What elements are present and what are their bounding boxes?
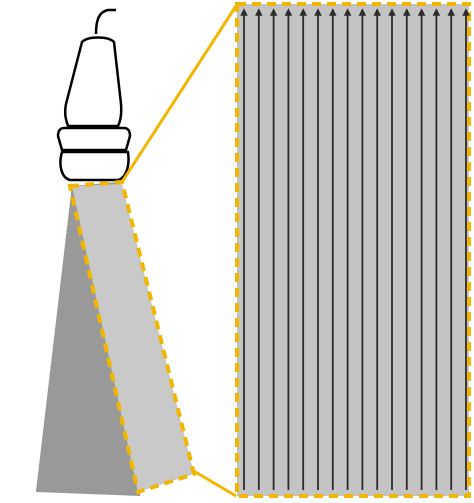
probe-head bbox=[59, 150, 130, 182]
beam-lines bbox=[240, 8, 470, 490]
probe-handle bbox=[63, 36, 123, 128]
zoom-line-bottom bbox=[191, 468, 237, 498]
zoom-connectors bbox=[120, 5, 238, 498]
beam-fan bbox=[36, 182, 194, 496]
zoom-line-top bbox=[120, 5, 238, 183]
highlighted-plane-outline bbox=[67, 179, 197, 495]
probe-cable bbox=[94, 8, 116, 35]
zoomed-panel bbox=[235, 2, 471, 498]
probe-collar bbox=[56, 126, 132, 152]
fan-plane-front bbox=[72, 184, 194, 492]
ultrasound-probe-icon bbox=[56, 8, 132, 182]
